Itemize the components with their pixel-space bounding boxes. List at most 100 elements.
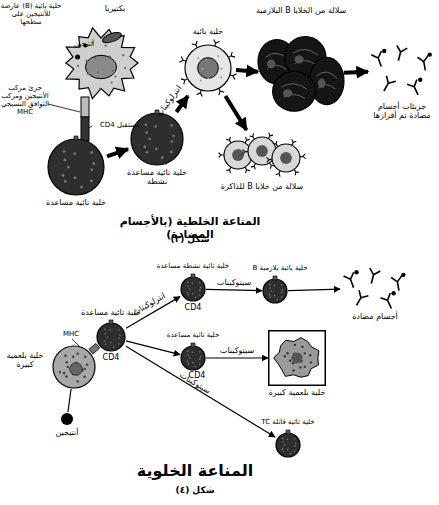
- t-cell-outline-part: [294, 450, 296, 452]
- t-cell: خلية تائية نشطة مساعدةCD4: [180, 276, 206, 302]
- t-cell-outline-part: [191, 343, 195, 347]
- connector-arrow: [236, 70, 258, 72]
- macrophage-box-outline-part: [291, 352, 302, 363]
- b-cell-outline-part: [205, 59, 207, 61]
- receptor-label: CD4: [98, 353, 124, 362]
- memory-cells-outline-part: [224, 141, 252, 169]
- cell-label: خلية بلعمية كبيرة: [262, 388, 332, 397]
- t-cell-outline-part: [282, 448, 284, 450]
- macrophage-outline-part: [76, 380, 79, 383]
- t-cell-outline: [275, 432, 301, 458]
- t-cell-outline-part: [145, 131, 148, 134]
- t-cell-outline-part: [294, 438, 296, 440]
- t-cell-outline-part: [295, 443, 297, 445]
- t-cell: خلية تائية مساعدة نشطة: [128, 112, 186, 166]
- t-cell-outline-part: [172, 135, 175, 138]
- antibodies-outline-part: [407, 80, 423, 98]
- antigen-presenting-cell-outline-part: [122, 54, 124, 56]
- t-cell-outline-part: [105, 333, 107, 335]
- connector-arrow: [225, 96, 246, 130]
- antibodies-outline-part: [380, 293, 396, 311]
- macrophage-outline-part: [72, 356, 75, 359]
- macrophage-box-outline-part: [294, 344, 296, 346]
- t-cell-outline-part: [149, 138, 152, 141]
- antigen-presenting-cell-outline-part: [124, 67, 126, 69]
- t-cell-outline-part: [118, 329, 120, 331]
- plasma-cells-outline-part: [267, 59, 275, 68]
- t-cell: خلية تائية مساعدةCD4: [180, 345, 206, 371]
- t-cell-outline-part: [170, 124, 173, 127]
- antigen-presenting-cell-outline-part: [112, 70, 114, 72]
- t-cell-outline-part: [195, 297, 197, 299]
- b-cell-outline: [180, 40, 236, 96]
- cd4-receptor: [81, 117, 89, 141]
- antigen-presenting-cell-outline-part: [104, 45, 106, 47]
- macrophage-box-outline-part: [274, 338, 319, 378]
- b-cell-outline-part: [220, 76, 222, 78]
- memory-cells: سلالة من خلايا B للذاكرة: [222, 130, 302, 180]
- antibodies-outline-part: [352, 290, 369, 308]
- t-cell-outline-part: [191, 274, 195, 278]
- macrophage-outline: [52, 345, 96, 389]
- plasma-cells-outline-part: [281, 84, 307, 99]
- antigen-presenting-cell-outline-part: [109, 55, 111, 57]
- t-cell-outline-part: [118, 343, 120, 345]
- macrophage-box-outline-part: [304, 366, 306, 368]
- t-cell-outline-part: [145, 123, 148, 126]
- t-cell-outline-part: [80, 186, 83, 189]
- t-cell-outline-part: [286, 430, 290, 434]
- t-cell-outline-part: [187, 361, 189, 363]
- cell-label: خلية بائية: [173, 27, 243, 36]
- t-cell-outline-part: [74, 176, 77, 179]
- antibodies-outline-part: [344, 272, 359, 289]
- plasma-cells-outline-part: [273, 71, 316, 111]
- t-cell-outline-part: [155, 148, 158, 151]
- t-cell-outline-part: [282, 441, 284, 443]
- connector-arrow: [107, 149, 128, 156]
- t-cell-outline-part: [181, 277, 205, 301]
- t-cell: خلية تائية مساعدة: [45, 138, 107, 196]
- antibodies-outline-part: [418, 55, 431, 71]
- t-cell-outline-part: [192, 282, 194, 284]
- plasma-cells-outline-part: [318, 79, 326, 88]
- t-cell-outline-part: [274, 284, 276, 286]
- t-cell-outline-part: [105, 343, 107, 345]
- macrophage-outline-part: [83, 368, 86, 371]
- antigen-presenting-cell-outline-part: [75, 55, 80, 60]
- cell-label: أنتيجين: [42, 428, 92, 437]
- edge-label: انترلوكينات: [131, 291, 167, 317]
- t-cell-outline-part: [192, 293, 194, 295]
- t-cell-outline-part: [104, 329, 106, 331]
- antibodies-outline-part: [344, 272, 359, 289]
- mhc-contact: [89, 343, 100, 353]
- antigen-presenting-cell-outline-part: [85, 59, 87, 61]
- connector-arrow: [126, 341, 180, 355]
- cell-label: سلالة من خلايا B للذاكرة: [217, 182, 307, 191]
- memory-cells-outline-part: [256, 145, 268, 157]
- t-cell-outline-part: [284, 444, 286, 446]
- cell-label: خلية تائية مساعدة نشطة: [122, 168, 192, 186]
- t-cell-outline-part: [199, 351, 201, 353]
- macrophage-outline-part: [83, 376, 86, 379]
- macrophage-outline-part: [84, 356, 87, 359]
- t-cell-outline-part: [270, 296, 272, 298]
- t-cell-outline-part: [189, 357, 191, 359]
- t-cell-outline-part: [113, 346, 115, 348]
- antibodies-outline-part: [366, 268, 380, 285]
- b-cell-outline-part: [201, 68, 203, 70]
- t-cell-outline: [45, 138, 107, 196]
- antigen-presenting-cell-outline-part: [85, 55, 116, 78]
- plasma-cells-outline-part: [293, 49, 318, 64]
- t-cell-outline-part: [64, 180, 67, 183]
- t-cell: خلية تائية قاتلة TC: [275, 432, 301, 458]
- annotation-label: أنتيجين: [64, 40, 104, 48]
- antibodies-outline-part: [391, 276, 404, 292]
- mhc-complex: [81, 97, 89, 117]
- t-cell-outline-part: [187, 282, 189, 284]
- t-cell-outline-part: [62, 174, 65, 177]
- connector-arrow: [206, 357, 268, 358]
- antigen-particle-outline-part: [61, 413, 73, 425]
- antibodies-outline-part: [401, 273, 405, 277]
- t-cell-outline-part: [195, 366, 197, 368]
- antibodies-outline-part: [366, 268, 380, 285]
